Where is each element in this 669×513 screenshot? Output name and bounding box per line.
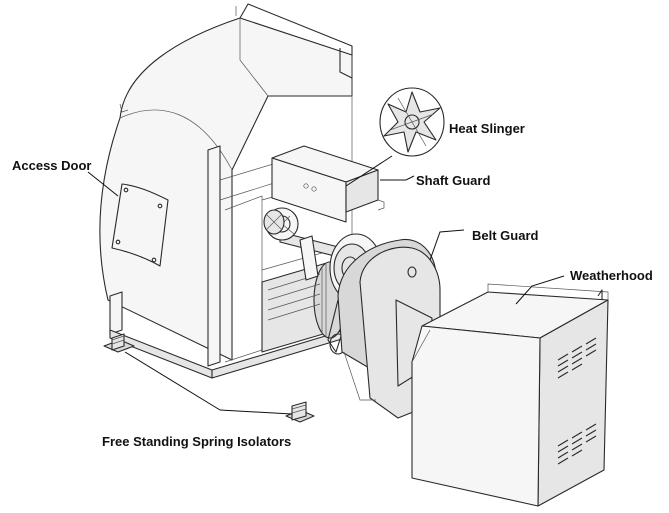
label-heat-slinger: Heat Slinger <box>449 121 525 136</box>
access-door <box>111 183 169 267</box>
louver-upper <box>557 337 597 379</box>
label-access-door: Access Door <box>12 158 91 173</box>
leader-lines <box>87 155 565 415</box>
louver-lower <box>557 423 597 465</box>
weatherhood <box>411 283 609 507</box>
shaft-guard <box>271 145 385 223</box>
spring-isolator-left <box>103 333 135 353</box>
heat-slinger <box>263 209 285 235</box>
label-weatherhood: Weatherhood <box>570 268 653 283</box>
label-shaft-guard: Shaft Guard <box>416 173 490 188</box>
label-belt-guard: Belt Guard <box>472 228 539 243</box>
spring-isolator-right <box>285 401 315 423</box>
label-spring-isolators: Free Standing Spring Isolators <box>102 434 291 449</box>
heat-slinger-detail <box>379 87 445 157</box>
